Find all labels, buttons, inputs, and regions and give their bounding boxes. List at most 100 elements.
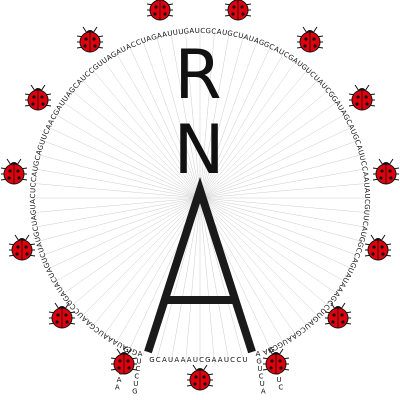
spoke-line <box>199 197 215 365</box>
nucleotide: G <box>131 347 139 356</box>
ladybug-spot <box>83 44 87 48</box>
nucleotide: U <box>276 376 281 384</box>
spoke-line <box>199 197 329 306</box>
nucleotide: A <box>125 42 133 51</box>
ladybug-icon <box>372 158 400 185</box>
ladybug-icon <box>224 0 252 21</box>
ladybug-spot <box>304 37 308 41</box>
nucleotide: C <box>72 306 81 315</box>
spoke-line <box>199 197 308 327</box>
ladybug-spot <box>55 320 59 324</box>
ladybug-antenna <box>82 26 98 34</box>
nucleotide: C <box>282 50 290 59</box>
nucleotide: C <box>200 27 205 35</box>
spoke-line <box>199 168 365 199</box>
ladybug-spot <box>279 366 283 370</box>
nucleotide: U <box>172 28 178 37</box>
ladybug-spot <box>331 320 335 324</box>
nucleotide: C <box>69 302 78 311</box>
nucleotide: A <box>174 356 179 364</box>
ladybug-spot <box>118 359 122 363</box>
spoke-line <box>185 197 201 365</box>
spoke-line <box>55 197 201 282</box>
spoke-line <box>185 31 201 199</box>
ladybug-antenna <box>302 26 318 34</box>
spoke-line <box>104 197 201 335</box>
nucleotide: C <box>33 155 42 162</box>
nucleotide: A <box>45 266 54 274</box>
nucleotide: A <box>117 376 122 384</box>
spoke-line <box>81 79 201 199</box>
nucleotide: G <box>62 294 72 303</box>
ladybug-spot <box>355 102 359 106</box>
ladybug-spot <box>203 382 207 386</box>
nucleotide: C <box>361 220 370 226</box>
ladybug-spot <box>269 366 273 370</box>
nucleotide: A <box>360 226 369 232</box>
spoke-line <box>199 154 362 199</box>
nucleotide: A <box>261 347 269 356</box>
nucleotide: A <box>253 36 260 45</box>
ladybug-spot <box>8 169 12 173</box>
nucleotide: G <box>341 113 351 122</box>
ladybug-spot <box>17 176 21 180</box>
nucleotide: C <box>30 177 39 183</box>
nucleotide: C <box>42 128 51 136</box>
nucleotide: A <box>181 356 186 364</box>
ladybug-spot <box>389 176 393 180</box>
logo-letter-a <box>144 176 256 354</box>
nucleotide: U <box>319 82 328 91</box>
nucleotide: G <box>52 108 62 117</box>
nucleotide: G <box>269 346 274 354</box>
nucleotide: A <box>80 314 89 323</box>
spoke-line <box>116 53 201 199</box>
nucleotide: U <box>281 337 289 346</box>
nucleotide: U <box>362 209 370 215</box>
nucleotide: U <box>362 215 371 221</box>
nucleotide: A <box>64 90 73 99</box>
nucleotide: U <box>40 256 49 264</box>
nucleotide: U <box>58 99 67 108</box>
spoke-line <box>48 127 201 199</box>
nucleotide: U <box>195 27 200 35</box>
nucleotide: G <box>311 314 320 324</box>
ladybug-spot <box>340 313 344 317</box>
spoke-line <box>42 197 201 256</box>
ladybug-spot <box>193 382 197 386</box>
nucleotide: A <box>84 318 93 327</box>
spoke-line <box>35 168 201 199</box>
ladybug-antenna <box>116 348 132 356</box>
nucleotide: U <box>237 31 244 40</box>
nucleotide: U <box>29 188 37 193</box>
nucleotide: C <box>360 166 369 172</box>
ladybug-antenna <box>30 84 46 92</box>
nucleotide: U <box>29 204 37 210</box>
ladybug-spot <box>270 359 274 363</box>
ladybug-spot <box>41 102 45 106</box>
nucleotide: G <box>227 29 234 38</box>
ladybug-spot <box>356 95 360 99</box>
nucleotide: U <box>303 321 312 330</box>
nucleotide: U <box>341 276 350 284</box>
ladybug-ring <box>0 0 400 391</box>
nucleotide: U <box>362 182 370 188</box>
ladybug-spot <box>31 102 35 106</box>
ladybug-spot <box>153 12 157 16</box>
nucleotide: U <box>136 358 141 366</box>
ladybug-icon <box>0 158 28 185</box>
ladybug-icon <box>186 364 214 391</box>
ladybug-antenna <box>378 158 394 166</box>
spoke-line <box>199 53 284 199</box>
nucleotide: U <box>40 133 49 141</box>
spoke-line <box>199 197 337 294</box>
ladybug-spot <box>24 245 28 249</box>
nucleotide: U <box>248 34 255 43</box>
spoke-line <box>55 114 201 199</box>
spoke-line <box>156 36 201 199</box>
ladybug-spot <box>40 95 44 99</box>
ladybug-spot <box>303 44 307 48</box>
nucleotide: C <box>352 251 361 258</box>
spoke-line <box>199 197 319 317</box>
nucleotide: A <box>347 123 356 131</box>
nucleotide: U <box>359 231 368 238</box>
